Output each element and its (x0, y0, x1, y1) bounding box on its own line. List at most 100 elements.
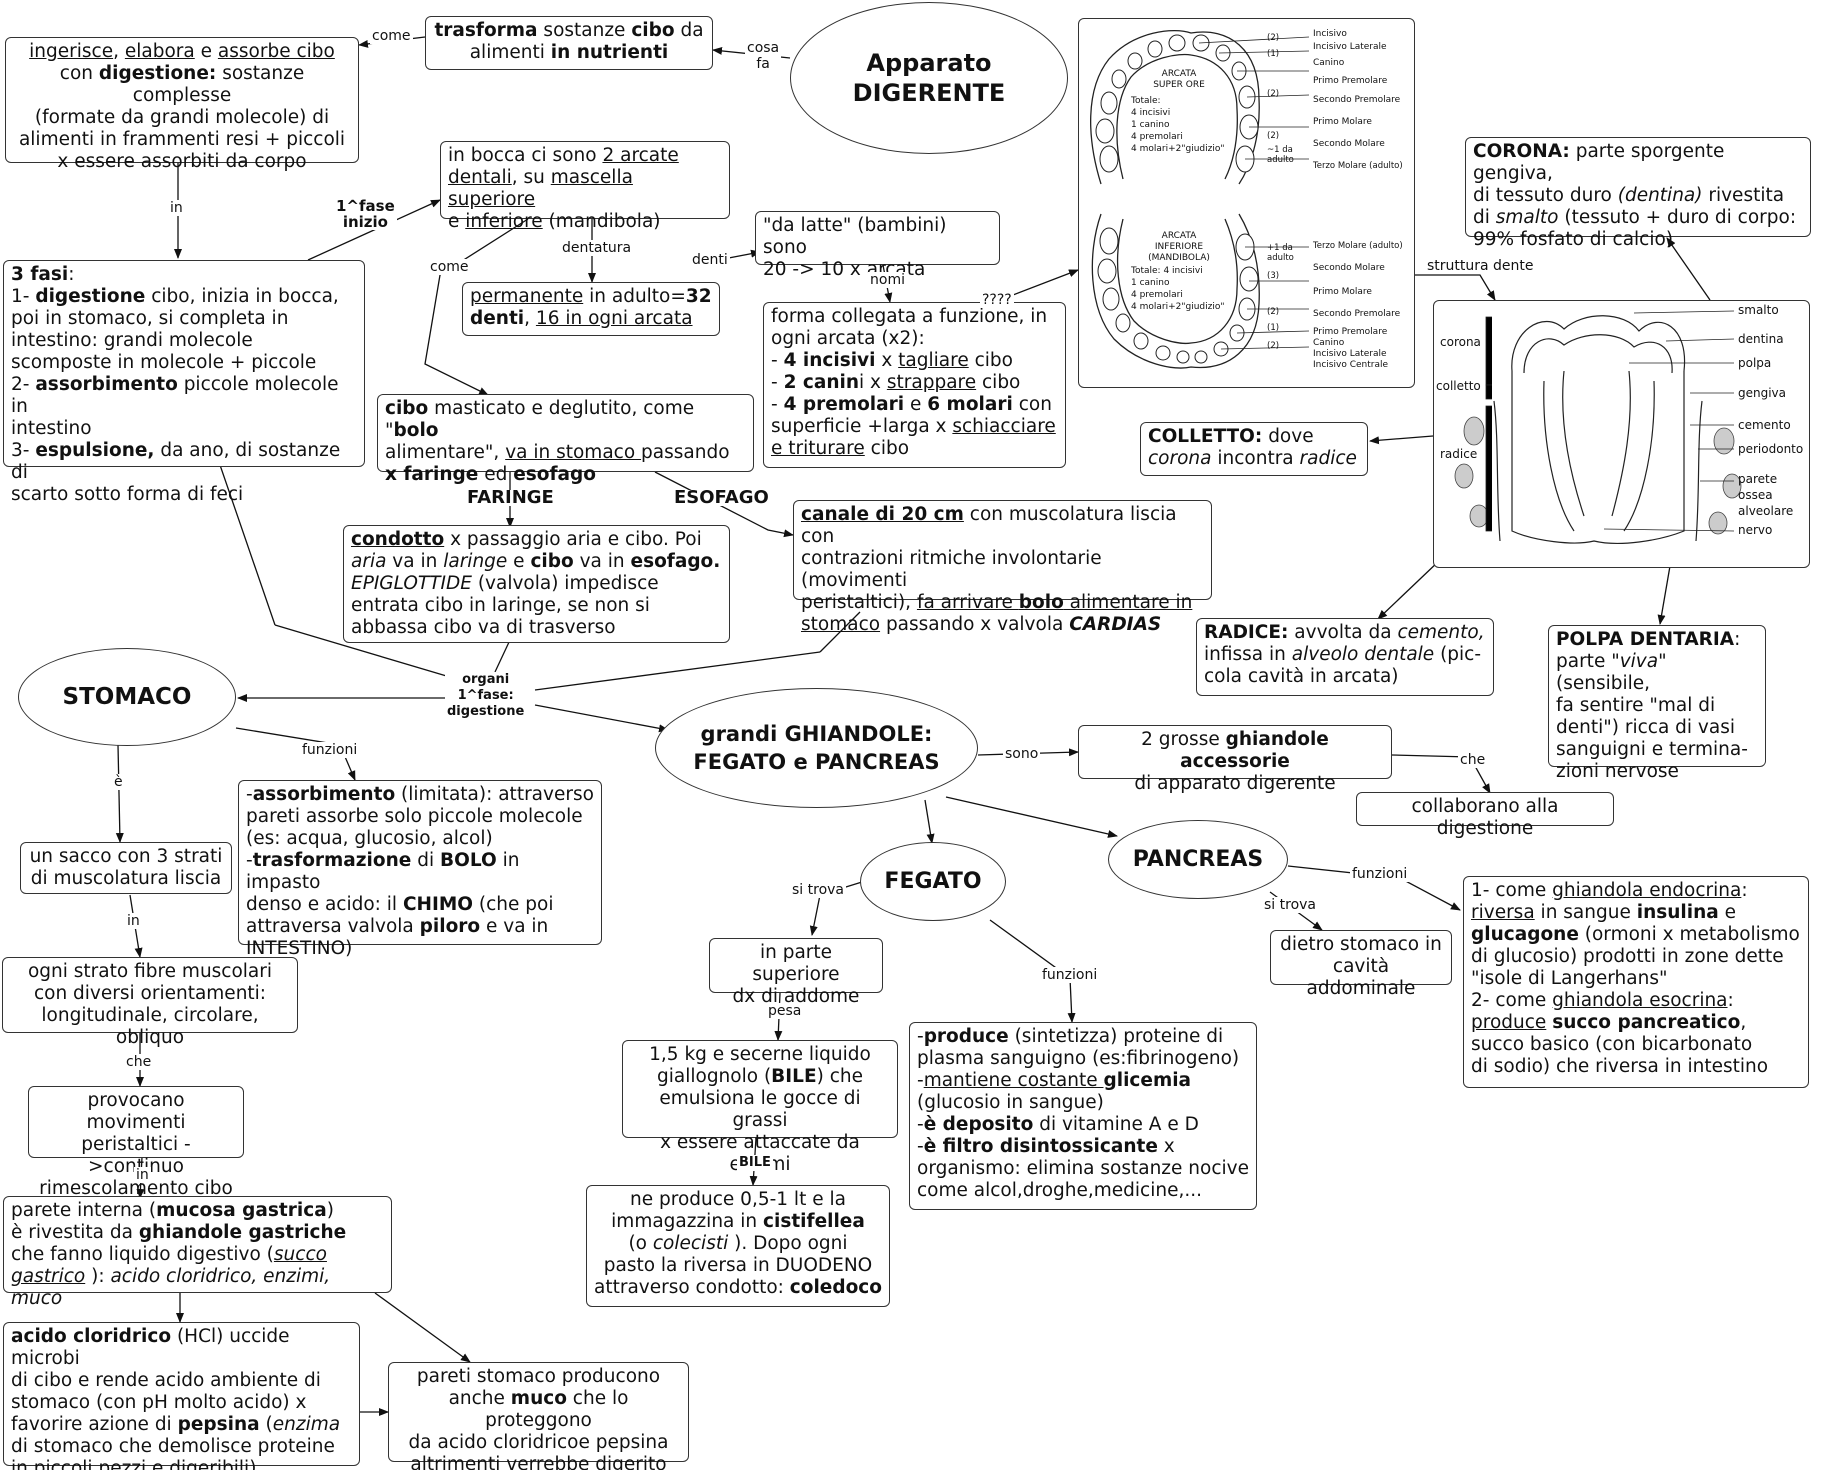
node-corona: CORONA: parte sporgente gengiva, di tess… (1465, 137, 1811, 250)
dente-right-label-gengiva: gengiva (1738, 386, 1787, 400)
dente-left-label-radice: radice (1440, 447, 1478, 461)
label-che-2: che (124, 1054, 154, 1070)
lower-count-2: (3) (1267, 271, 1280, 281)
upper-label-3: Canino (1313, 58, 1345, 68)
dente-left-label-corona: corona (1440, 335, 1481, 349)
arcata-superiore-totale: Totale: 4 incisivi 1 canino 4 premolari … (1131, 96, 1225, 154)
link-organi-fasi (274, 624, 461, 681)
lower-count-4: (1) (1267, 323, 1280, 333)
node-strato: ogni strato fibre muscolari con diversi … (2, 957, 298, 1048)
ellipse-stomaco: STOMACO (18, 648, 236, 746)
label-in-2: in (125, 913, 142, 929)
label-prima-fase: 1^fase inizio (334, 197, 397, 231)
node-forma: forma collegata a funzione, in ogni arca… (763, 302, 1066, 468)
label-nomi: nomi (868, 272, 907, 288)
node-polpa: POLPA DENTARIA: parte "viva" (sensibile,… (1548, 625, 1766, 782)
lower-count-5: (2) (1267, 341, 1280, 351)
upper-label-5: Secondo Premolare (1313, 95, 1401, 105)
link-ghiandole-pancreas (945, 796, 1118, 838)
label-denti: denti (690, 252, 730, 268)
label-funzioni-fegato: funzioni (1040, 967, 1100, 983)
upper-label-2: Incisivo Laterale (1313, 42, 1387, 52)
label-come-mid: come (428, 259, 471, 275)
link-ghiandole-fegato (924, 799, 935, 844)
arcata-inferiore-title: ARCATA INFERIORE (MANDIBOLA) (1148, 231, 1210, 263)
dente-right-label-smalto: smalto (1738, 303, 1779, 317)
label-si-trova-fegato: si trova (790, 882, 847, 898)
link-arcate-dente (1415, 274, 1496, 301)
label-si-trova-pancreas: si trova (1262, 897, 1319, 913)
label-cosa-fa: cosa fa (745, 40, 782, 72)
upper-count-5: ~1 da adulto (1267, 145, 1294, 165)
node-pancreas-funzioni: 1- come ghiandola endocrina: riversa in … (1463, 876, 1809, 1088)
lower-label-1: Terzo Molare (adulto) (1313, 241, 1403, 251)
node-esofago: canale di 20 cm con muscolatura liscia c… (793, 500, 1212, 635)
node-fasi: 3 fasi: 1- digestione cibo, inizia in bo… (3, 260, 365, 505)
lower-label-8: Incisivo Centrale (1313, 360, 1388, 370)
dente-right-label-dentina: dentina (1738, 332, 1784, 346)
link-bocca-bolo (424, 218, 529, 396)
link-dente-radice (1377, 559, 1441, 620)
upper-count-2: (1) (1267, 49, 1280, 59)
upper-count-1: (2) (1267, 33, 1280, 43)
label-organi: organi 1^fase: digestione (445, 672, 527, 720)
link-faringe-organi (494, 639, 511, 673)
link-dente-corona (1666, 237, 1711, 301)
upper-label-7: Secondo Molare (1313, 139, 1385, 149)
node-radice: RADICE: avvolta da cemento, infissa in a… (1196, 618, 1494, 696)
label-che-1: che (1458, 752, 1488, 768)
lower-label-7: Incisivo Laterale (1313, 349, 1387, 359)
upper-label-4: Primo Premolare (1313, 76, 1388, 86)
image-arcate-dentali: ARCATA SUPER ORE Totale: 4 incisivi 1 ca… (1078, 18, 1415, 388)
node-sacco: un sacco con 3 strati di muscolatura lis… (20, 842, 232, 894)
upper-label-1: Incisivo (1313, 29, 1347, 39)
dente-right-label-parete: parete ossea alveolare (1738, 472, 1794, 518)
node-ingerisce: ingerisce, elabora e assorbe cibo con di… (5, 37, 359, 172)
lower-label-6: Canino (1313, 338, 1345, 348)
label-sono: sono (1003, 746, 1041, 762)
node-stomaco-funzioni: -assorbimento (limitata): attraverso par… (238, 780, 602, 959)
upper-label-6: Primo Molare (1313, 117, 1372, 127)
title-line1: Apparato (866, 49, 992, 77)
link-organi-ghiandole (534, 704, 669, 733)
label-esofago: ESOFAGO (672, 487, 771, 508)
label-funzioni-stomaco: funzioni (300, 742, 360, 758)
upper-count-3: (2) (1267, 89, 1280, 99)
ellipse-ghiandole: grandi GHIANDOLE: FEGATO e PANCREAS (655, 688, 978, 808)
label-dentatura: dentatura (560, 240, 634, 256)
label-faringe: FARINGE (465, 487, 556, 508)
ellipse-pancreas: PANCREAS (1108, 820, 1288, 899)
dente-left-label-colletto: colletto (1436, 379, 1481, 393)
link-dente-colletto (1369, 435, 1434, 445)
node-ghiandole-accessorie: 2 grosse ghiandole accessorie di apparat… (1078, 725, 1392, 794)
node-latte: "da latte" (bambini) sono 20 -> 10 x arc… (755, 211, 1000, 280)
label-struttura-dente: struttura dente (1425, 258, 1536, 274)
lower-count-1: +1 da adulto (1267, 243, 1294, 263)
link-parete-muco (374, 1292, 471, 1363)
node-bocca: in bocca ci sono 2 arcate dentali, su ma… (440, 141, 730, 232)
upper-label-8: Terzo Molare (adulto) (1313, 161, 1403, 171)
node-muco: pareti stomaco producono anche muco che … (388, 1362, 689, 1470)
link-fasi-bocca (307, 199, 441, 261)
node-bile: ne produce 0,5-1 lt e la immagazzina in … (586, 1185, 890, 1307)
node-colletto: COLLETTO: dove corona incontra radice (1140, 422, 1368, 476)
label-pesa: pesa (766, 1003, 804, 1019)
dente-right-label-polpa: polpa (1738, 356, 1772, 370)
node-faringe: condotto x passaggio aria e cibo. Poi ar… (343, 525, 730, 643)
label-in-3: in (134, 1167, 151, 1183)
lower-label-3: Primo Molare (1313, 287, 1372, 297)
node-bolo: cibo masticato e deglutito, come "bolo a… (377, 394, 754, 485)
node-collaborano: collaborano alla digestione (1356, 792, 1614, 839)
title-line2: DIGERENTE (852, 79, 1006, 107)
link-dente-polpa (1657, 565, 1671, 625)
lower-count-labels: +1 da adulto (3) (2) (1) (2) (1267, 243, 1311, 363)
dente-right-label-periodonto: periodonto (1738, 442, 1804, 456)
lower-label-2: Secondo Molare (1313, 263, 1385, 273)
link-esofago-organi (819, 611, 861, 653)
node-fegato-peso: 1,5 kg e secerne liquido giallognolo (BI… (622, 1040, 898, 1175)
link-esofago-organi2 (534, 651, 821, 691)
label-qqq: ???? (980, 292, 1014, 308)
node-provocano: provocano movimenti peristaltici ->conti… (28, 1086, 244, 1199)
lower-label-4: Secondo Premolare (1313, 309, 1401, 319)
